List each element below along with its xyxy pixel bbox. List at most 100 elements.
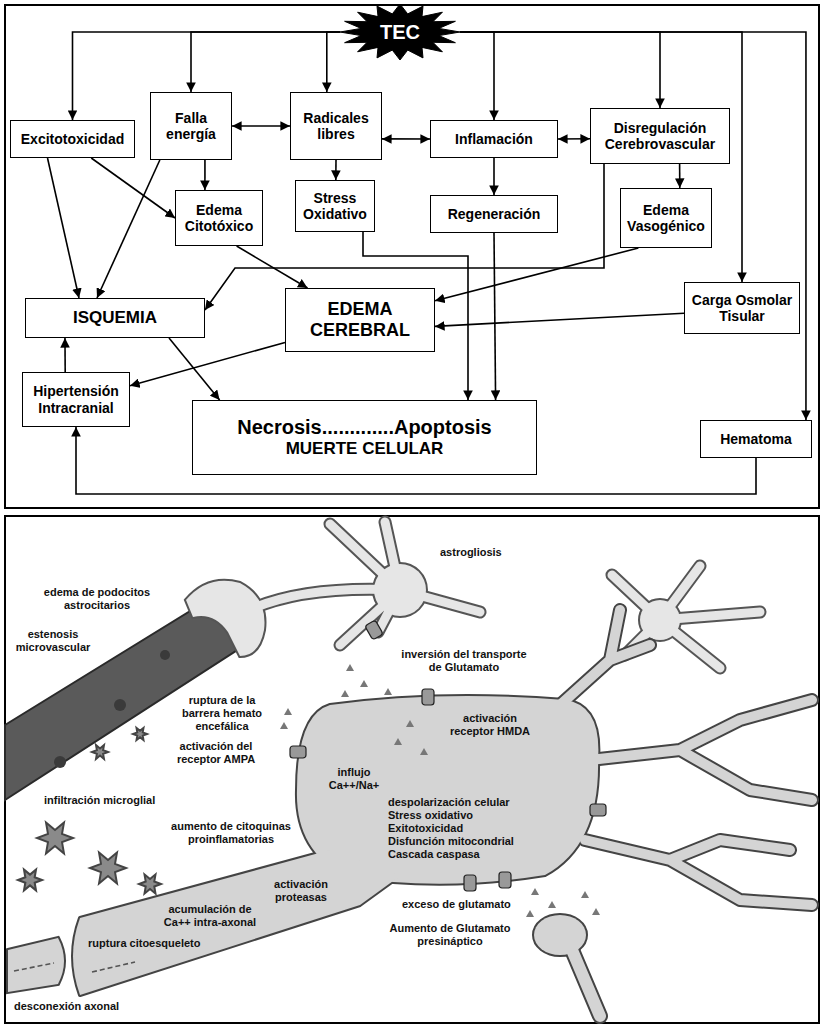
glutamate-molecule <box>406 720 414 727</box>
glutamate-molecule <box>526 910 534 917</box>
connector-arrow <box>558 138 590 140</box>
process-box: Falla energía <box>150 92 232 160</box>
process-box: Disregulación Cerebrovascular <box>590 108 730 164</box>
glutamate-molecule <box>284 708 292 715</box>
blood-cell <box>114 699 126 711</box>
process-list-item: Disfunción mitocondrial <box>388 835 514 848</box>
connector-arrow <box>130 342 285 385</box>
connector-arrow <box>460 32 494 120</box>
glutamate-molecule <box>360 680 368 687</box>
callout-label: inversión del transporte de Glutamato <box>398 648 530 674</box>
process-box: Edema Vasogénico <box>620 188 712 248</box>
cytoskeleton-break <box>14 963 54 971</box>
blood-cell <box>160 650 170 660</box>
process-box: Hipertensión Intracranial <box>22 372 130 427</box>
microglia-cell <box>90 852 126 883</box>
astrocyte <box>186 522 760 668</box>
outcome-box: Necrosis.............ApoptosisMUERTE CEL… <box>192 400 537 475</box>
node-text: Excitotoxicidad <box>21 131 124 147</box>
glutamate-molecule <box>280 722 288 729</box>
receptor-symbol <box>464 875 476 891</box>
presynaptic-process <box>572 950 600 1016</box>
microglia-cell <box>139 874 161 893</box>
process-box: Regeneración <box>430 195 558 233</box>
outcome-box: ISQUEMIA <box>25 298 205 338</box>
callout-label: exceso de glutamato <box>402 898 511 911</box>
process-box: Excitotoxicidad <box>10 120 135 158</box>
panel-frame <box>5 516 819 1023</box>
process-box: Stress Oxidativo <box>295 180 375 232</box>
ampa-receptor <box>290 746 306 758</box>
nmda-receptor <box>422 689 434 705</box>
node-text: ISQUEMIA <box>73 308 157 328</box>
process-box: Hematoma <box>700 420 812 458</box>
neuron-outline <box>73 850 400 995</box>
glutamate-molecule <box>548 901 556 908</box>
callout-label: activación del receptor AMPA <box>168 740 264 766</box>
callout-label: desconexión axonal <box>14 1000 119 1013</box>
node-text: Falla energía <box>156 110 226 142</box>
trigger-star: TEC <box>340 4 460 60</box>
connector-arrow <box>335 160 337 180</box>
connector-arrow <box>97 160 160 298</box>
node-text: Edema Citotóxico <box>181 202 257 234</box>
connector-arrow <box>493 158 495 195</box>
glutamate-molecule <box>341 690 349 697</box>
connector-arrow <box>494 233 496 400</box>
connector-arrow <box>232 125 290 127</box>
receptors <box>290 620 606 891</box>
glutamate-molecule <box>592 908 600 915</box>
astrocyte-outline <box>374 564 426 616</box>
process-box: Edema Citotóxico <box>175 190 263 246</box>
glutamate-molecule <box>531 888 539 895</box>
glutamate-molecule <box>581 891 589 898</box>
astrocyte-podocyte <box>186 581 265 656</box>
glutamate-molecule <box>346 664 354 671</box>
neuron-outline <box>534 915 586 955</box>
callout-label: ruptura de la barrera hemato encefálica <box>176 694 268 733</box>
node-text: Regeneración <box>448 206 541 222</box>
node-text: TEC <box>380 21 420 44</box>
microglia-cell <box>37 822 73 853</box>
process-list-item: Exitotoxicidad <box>388 822 463 835</box>
callout-label: aumento de citoquinas proinflamatorias <box>164 820 298 846</box>
callout-label: activación receptor HMDA <box>444 712 536 738</box>
node-text: Inflamación <box>455 131 533 147</box>
connector-arrow <box>327 32 340 92</box>
microglia-cell <box>92 745 108 759</box>
callout-label: estenosis microvascular <box>10 628 96 654</box>
connector-arrow <box>64 338 66 372</box>
node-text: Necrosis.............Apoptosis <box>237 416 492 439</box>
axon-fragment <box>8 938 64 992</box>
connector-arrow <box>237 246 308 288</box>
node-text: Hipertensión Intracranial <box>28 383 124 415</box>
neuron <box>8 610 812 1016</box>
outcome-box: EDEMA CEREBRAL <box>285 288 435 352</box>
astrocyte-body <box>640 600 680 640</box>
node-text: MUERTE CELULAR <box>286 439 444 459</box>
connector-arrow <box>169 338 220 400</box>
microglia-cell <box>133 728 147 740</box>
glutamate-molecule <box>384 688 392 695</box>
node-text: EDEMA CEREBRAL <box>291 299 429 340</box>
node-text: Disregulación Cerebrovascular <box>596 120 724 152</box>
process-list-item: Cascada caspasa <box>388 848 480 861</box>
process-box: Inflamación <box>430 120 558 158</box>
podocyte-outline <box>186 581 265 656</box>
callout-label: acumulación de Ca++ intra-axonal <box>160 903 260 929</box>
connector-arrow <box>460 32 660 108</box>
connector-arrow <box>91 158 175 218</box>
connector-arrow <box>679 164 681 188</box>
callout-label: astrogliosis <box>440 546 502 559</box>
receptor-symbol <box>499 872 511 888</box>
callout-label: ruptura citoesqueleto <box>88 937 200 950</box>
astrocyte-outline <box>245 522 480 645</box>
neuron-outline <box>572 950 600 1016</box>
callout-label: Aumento de Glutamato presináptico <box>386 922 514 948</box>
connector-arrow <box>191 32 340 92</box>
connector-arrow <box>48 158 80 298</box>
callout-label: infiltración microglial <box>44 794 155 807</box>
process-list-item: Stress oxidativo <box>388 809 473 822</box>
connector-arrow <box>435 313 684 326</box>
panel-frame <box>5 5 819 508</box>
